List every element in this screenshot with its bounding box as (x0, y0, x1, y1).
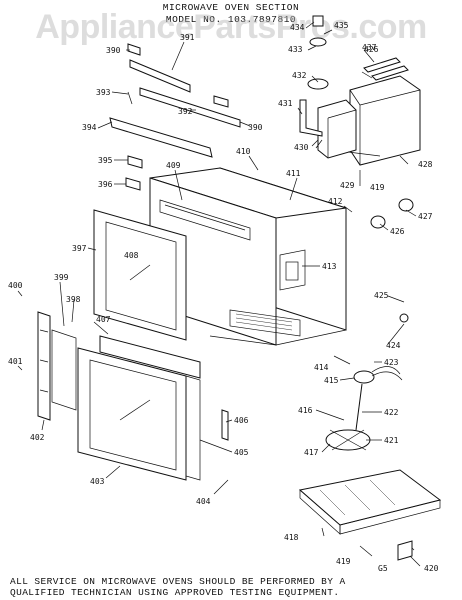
callout-430: 430 (294, 143, 309, 152)
callout-394: 394 (82, 123, 97, 132)
footer-note: ALL SERVICE ON MICROWAVE OVENS SHOULD BE… (10, 576, 455, 598)
callout-419: 419 (370, 183, 385, 192)
model-label: MODEL NO. (165, 14, 222, 25)
footer-line-1: ALL SERVICE ON MICROWAVE OVENS SHOULD BE… (10, 576, 346, 587)
callout-403: 403 (90, 477, 105, 486)
callout-421: 421 (384, 436, 399, 445)
callout-429: 429 (340, 181, 355, 190)
callout-423: 423 (384, 358, 399, 367)
top-trim-group (109, 43, 241, 191)
callout-433: 433 (288, 45, 303, 54)
leader-lines (17, 21, 421, 567)
callout-417: 417 (304, 448, 319, 457)
callout-406: 406 (234, 416, 249, 425)
callout-418: 418 (284, 533, 299, 542)
callout-416: 416 (298, 406, 313, 415)
callout-404: 404 (196, 497, 211, 506)
callout-labels: 390 391 390 392 393 394 395 396 397 398 … (8, 21, 439, 573)
right-components (298, 15, 442, 561)
model-number: 103.7897810 (227, 14, 297, 25)
callout-391: 391 (180, 33, 195, 42)
callout-414: 414 (314, 363, 329, 372)
callout-g5: G5 (378, 564, 388, 573)
callout-402: 402 (30, 433, 45, 442)
callout-426: 426 (364, 45, 379, 54)
callout-409: 409 (166, 161, 181, 170)
callout-410: 410 (236, 147, 251, 156)
callout-399: 399 (54, 273, 69, 282)
callout-434: 434 (290, 23, 305, 32)
callout-424: 424 (386, 341, 401, 350)
front-frame-door (37, 209, 229, 481)
callout-400: 400 (8, 281, 23, 290)
callout-398: 398 (66, 295, 81, 304)
callout-435: 435 (334, 21, 349, 30)
callout-413: 413 (322, 262, 337, 271)
callout-426b: 426 (390, 227, 405, 236)
callout-415: 415 (324, 376, 339, 385)
callout-419b: 419 (336, 557, 351, 566)
callout-396: 396 (98, 180, 113, 189)
callout-407: 407 (96, 315, 111, 324)
callout-397: 397 (72, 244, 87, 253)
callout-390b: 390 (248, 123, 263, 132)
callout-425: 425 (374, 291, 389, 300)
callout-408: 408 (124, 251, 139, 260)
callout-405: 405 (234, 448, 249, 457)
callout-393: 393 (96, 88, 111, 97)
callout-437: 437 (362, 43, 377, 52)
callout-420: 420 (424, 564, 439, 573)
callout-412: 412 (328, 197, 343, 206)
callout-395: 395 (98, 156, 113, 165)
callout-411: 411 (286, 169, 301, 178)
callout-390: 390 (106, 46, 121, 55)
callout-422: 422 (384, 408, 399, 417)
callout-401: 401 (8, 357, 23, 366)
callout-392: 392 (178, 107, 193, 116)
footer-line-2: QUALIFIED TECHNICIAN USING APPROVED TEST… (10, 587, 340, 598)
callout-428: 428 (418, 160, 433, 169)
model-line: MODEL NO. 103.7897810 (0, 14, 462, 25)
callout-431: 431 (278, 99, 293, 108)
callout-432: 432 (292, 71, 307, 80)
callout-427: 427 (418, 212, 433, 221)
diagram-title: MICROWAVE OVEN SECTION (162, 2, 300, 13)
